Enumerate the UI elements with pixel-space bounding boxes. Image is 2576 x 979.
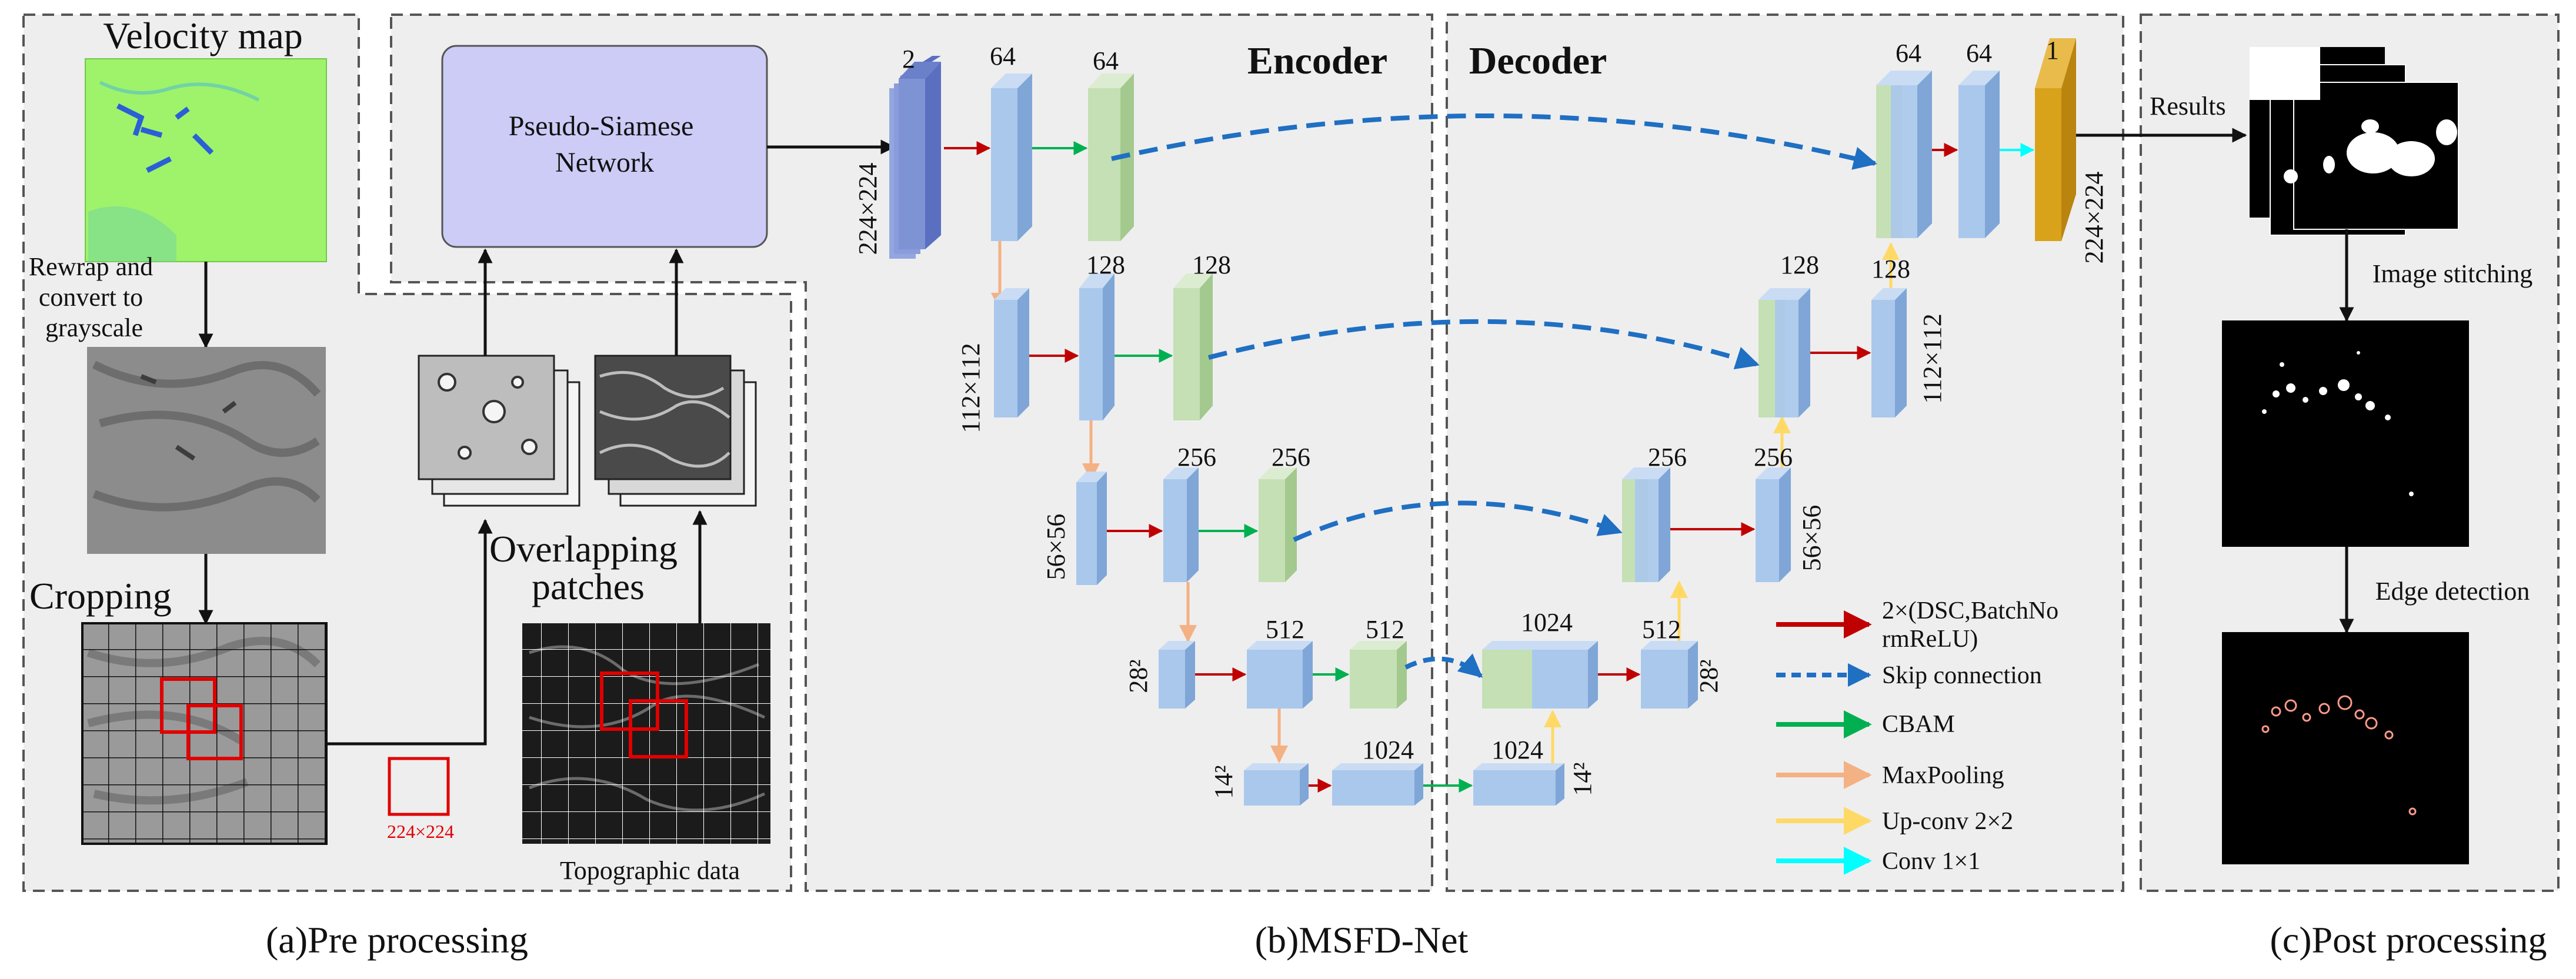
- crop-box-2: [186, 704, 243, 760]
- ch-label-256a: 256: [1177, 443, 1216, 472]
- dec-128-block: [1871, 288, 1907, 417]
- bottleneck-block-1024: [1332, 763, 1423, 806]
- ch-label-512a: 512: [1266, 615, 1304, 644]
- overlapping-label: Overlapping patches: [489, 528, 687, 607]
- ch-label-1024b: 1024: [1521, 608, 1573, 637]
- enc-512-cbam-block: [1350, 641, 1407, 709]
- topographic-label: Topographic data: [560, 856, 740, 885]
- legend-cbam-label: CBAM: [1882, 711, 1955, 738]
- stitched-image: [2222, 320, 2469, 547]
- enc-128-cbam-block: [1173, 273, 1213, 420]
- enc-64-block-a: [991, 73, 1032, 241]
- skip-connection-l3: [1293, 500, 1623, 542]
- ch-label-128d: 128: [1871, 255, 1910, 283]
- bottleneck-block-in: [1244, 763, 1309, 806]
- res-label-224b: 224×224: [2080, 172, 2108, 264]
- res-label-112a: 112×112: [956, 343, 985, 433]
- legend-conv-label: 2×(DSC,BatchNo rmReLU): [1882, 597, 2065, 653]
- enc-512-block-a: [1247, 641, 1313, 709]
- input-block: [889, 56, 941, 259]
- ch-label-64b: 64: [1093, 46, 1119, 75]
- dec-64-concat-block: [1876, 71, 1932, 238]
- pre-caption: (a)Pre processing: [266, 919, 528, 961]
- patch-size-label: 224×224: [387, 821, 454, 842]
- dec-256-block: [1756, 467, 1791, 582]
- topo-patches-stack: [594, 355, 757, 507]
- ch-label-input: 2: [902, 45, 915, 73]
- results-label: Results: [2150, 92, 2226, 121]
- legend: 2×(DSC,BatchNo rmReLU) Skip connection C…: [1776, 597, 2065, 875]
- skip-connection-l4: [1404, 653, 1483, 679]
- enc-128-block-in: [994, 288, 1029, 417]
- res-label-224a: 224×224: [853, 163, 882, 255]
- decoder-panel: [1446, 14, 2124, 892]
- output-block: [2035, 38, 2076, 241]
- dec-512-block: [1641, 641, 1698, 709]
- ch-label-256b: 256: [1272, 443, 1310, 472]
- legend-skip-label: Skip connection: [1882, 662, 2042, 689]
- ch-label-128c: 128: [1780, 250, 1819, 279]
- velocity-patches-stack: [418, 355, 580, 507]
- edge-detection-image: [2222, 632, 2469, 864]
- encoder-title: Encoder: [1247, 39, 1387, 82]
- bottleneck-block-1024-b: [1473, 763, 1564, 806]
- skip-connection-l1: [1111, 113, 1877, 170]
- grayscale-image: [87, 347, 326, 554]
- dec-64-block: [1958, 71, 2000, 238]
- res-label-28a: 28²: [1124, 659, 1153, 693]
- enc-256-block-a: [1163, 467, 1199, 582]
- ch-label-256c: 256: [1648, 443, 1687, 472]
- edge-detection-label: Edge detection: [2375, 577, 2530, 606]
- topo-crop-box-2: [629, 699, 688, 759]
- ch-label-512b: 512: [1366, 615, 1404, 644]
- cropping-label: Cropping: [29, 575, 172, 617]
- dec-256-concat-block: [1622, 467, 1670, 582]
- velocity-map-title: Velocity map: [103, 15, 302, 56]
- enc-128-block-a: [1079, 273, 1115, 420]
- res-label-56a: 56×56: [1042, 514, 1070, 580]
- ch-label-1024c: 1024: [1491, 736, 1543, 764]
- ch-label-128a: 128: [1086, 250, 1125, 279]
- ch-label-out: 1: [2046, 36, 2059, 65]
- pseudo-siamese-label: Pseudo-Siamese Network: [509, 111, 701, 178]
- net-caption: (b)MSFD-Net: [1255, 919, 1469, 961]
- ch-label-64a: 64: [990, 42, 1016, 71]
- legend-upconv-label: Up-conv 2×2: [1882, 808, 2013, 835]
- res-label-14b: 14²: [1568, 762, 1597, 796]
- arrow-crop-to-patches: [326, 519, 493, 746]
- enc-256-cbam-block: [1259, 467, 1297, 582]
- res-label-56b: 56×56: [1797, 505, 1826, 572]
- ch-label-64c: 64: [1896, 39, 1921, 68]
- skip-connection-l2: [1207, 319, 1760, 370]
- ch-label-512c: 512: [1642, 615, 1681, 644]
- ch-label-64d: 64: [1966, 39, 1992, 68]
- enc-512-block-in: [1159, 641, 1195, 709]
- result-masks-stack: [2250, 47, 2459, 236]
- decoder-title: Decoder: [1469, 39, 1607, 82]
- patch-size-box: [388, 757, 450, 816]
- dec-128-concat-block: [1759, 288, 1810, 417]
- velocity-map-image: [85, 58, 327, 262]
- rewrap-text: Rewrap and convert to grayscale: [29, 252, 159, 342]
- post-caption: (c)Post processing: [2270, 919, 2547, 961]
- dec-1024-concat-block: [1482, 641, 1598, 709]
- stitching-label: Image stitching: [2373, 259, 2533, 288]
- enc-256-block-in: [1076, 472, 1107, 585]
- res-label-28b: 28²: [1694, 659, 1723, 693]
- ch-label-256d: 256: [1754, 443, 1793, 472]
- legend-conv1x1-label: Conv 1×1: [1882, 848, 1980, 875]
- ch-label-128b: 128: [1192, 250, 1231, 279]
- ch-label-1024a: 1024: [1362, 736, 1414, 764]
- pseudo-siamese-box: [441, 45, 768, 248]
- legend-pool-label: MaxPooling: [1882, 762, 2004, 789]
- res-label-14a: 14²: [1209, 765, 1238, 798]
- topographic-image: [522, 623, 770, 844]
- res-label-112b: 112×112: [1918, 313, 1947, 404]
- cropping-grid-image: [81, 622, 328, 845]
